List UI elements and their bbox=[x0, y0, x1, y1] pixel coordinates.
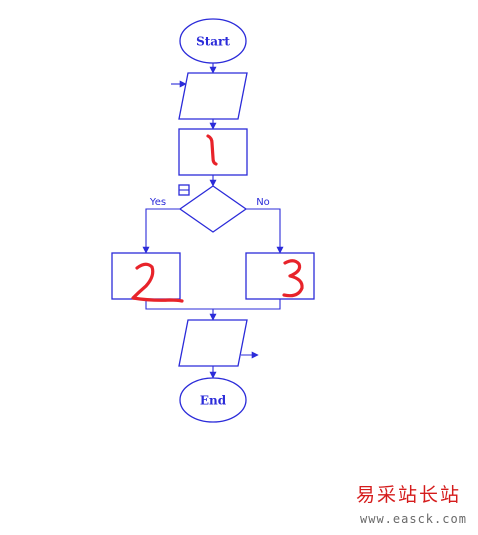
end-terminal-shape bbox=[179, 377, 247, 423]
handwritten-annotations bbox=[131, 134, 304, 303]
edge-label-yes: Yes bbox=[149, 197, 166, 208]
start-label: Start bbox=[196, 35, 230, 49]
edge-label-no: No bbox=[256, 197, 270, 208]
annotation-digit-3 bbox=[282, 259, 304, 298]
node-decision[interactable] bbox=[178, 185, 248, 233]
annotation-digit-2 bbox=[131, 262, 184, 303]
watermark-title: 易采站长站 bbox=[356, 484, 462, 506]
node-start[interactable]: Start bbox=[179, 18, 247, 64]
collapse-toggle[interactable] bbox=[178, 184, 190, 196]
output-parallelogram-shape bbox=[178, 319, 248, 367]
node-input[interactable] bbox=[178, 72, 248, 120]
process-2-rect-shape bbox=[111, 252, 181, 300]
watermark-url: www.easck.com bbox=[360, 512, 467, 526]
node-process-2[interactable] bbox=[111, 252, 181, 300]
connectors bbox=[142, 63, 284, 379]
end-label: End bbox=[200, 394, 227, 408]
decision-diamond-shape bbox=[178, 185, 248, 233]
node-end[interactable]: End bbox=[179, 377, 247, 423]
edge-merge-right bbox=[213, 299, 281, 310]
edge-decision-no bbox=[246, 208, 284, 254]
node-process-3[interactable] bbox=[245, 252, 315, 300]
edge-merge-left bbox=[145, 299, 213, 310]
node-output[interactable] bbox=[178, 319, 248, 367]
annotation-digit-1 bbox=[206, 134, 218, 166]
process-3-rect-shape bbox=[245, 252, 315, 300]
input-parallelogram-shape bbox=[178, 72, 248, 120]
edge-decision-yes bbox=[142, 208, 180, 254]
start-terminal-shape bbox=[179, 18, 247, 64]
